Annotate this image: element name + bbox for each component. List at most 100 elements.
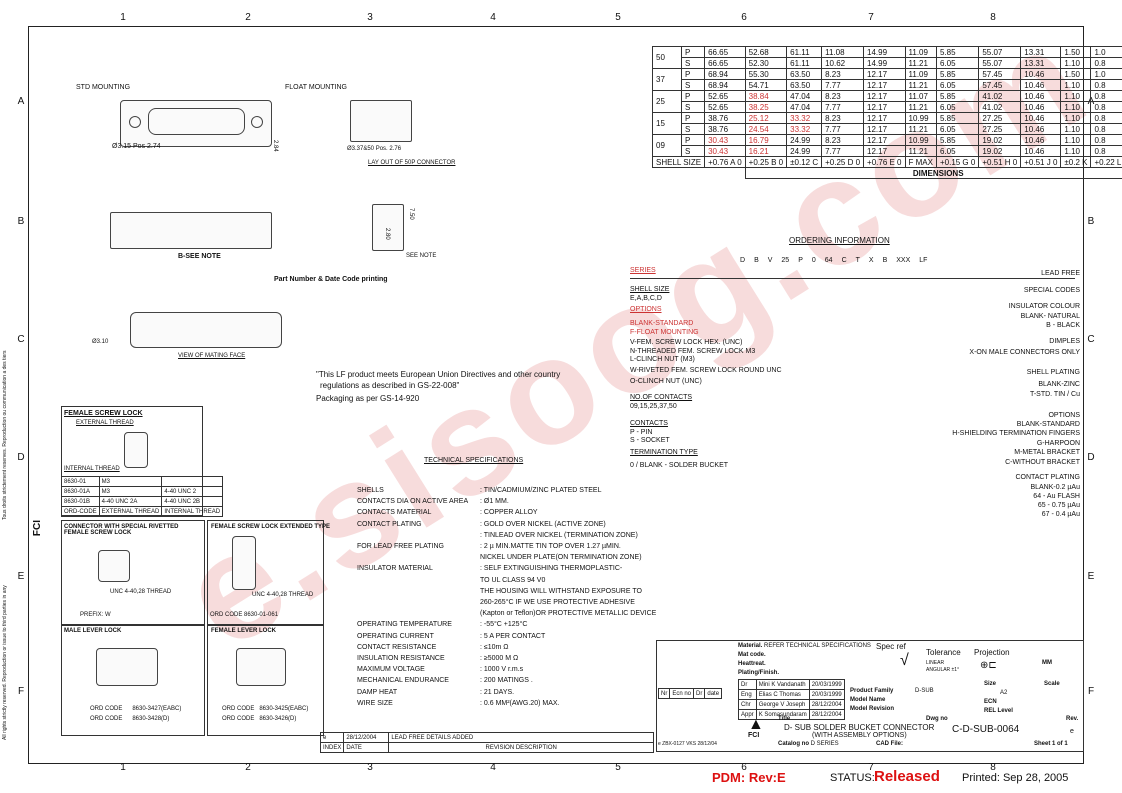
spec-key: INSULATOR MATERIAL [357, 565, 433, 573]
dimension-cell: 6.05 [935, 57, 980, 69]
panel-title: FEMALE LEVER LOCK [211, 628, 277, 634]
ordering-title: ORDERING INFORMATION [789, 236, 890, 245]
ordering-option: P - PIN [630, 429, 653, 436]
connector-top-view [110, 212, 272, 249]
ordering-option: BLANK-STANDARD [630, 320, 694, 327]
internal-thread-label: INTERNAL THREAD [64, 466, 120, 472]
spec-value: : ≤10m Ω [480, 643, 509, 651]
dimension-cell: 6.05 [935, 123, 980, 135]
dimension-cell: 14.99 [863, 57, 906, 69]
dimension-cell: 63.50 [786, 68, 823, 80]
check-icon: √ [900, 652, 909, 669]
dimension-cell: 66.65 [704, 57, 746, 69]
dimension-cell: 0.8 [1090, 123, 1122, 135]
ordering-option: V-FEM. SCREW LOCK HEX. (UNC) [630, 339, 743, 346]
dimension-cell: 10.46 [1020, 101, 1062, 113]
material-key: Material. [738, 643, 763, 649]
product-family-value: D-SUB [915, 688, 934, 694]
dimension-cell: 10.46 [1020, 90, 1062, 102]
dimension-cell: 27.25 [978, 112, 1022, 124]
dimension-header-cell: ±0.2 K [1060, 156, 1092, 168]
contact-type-cell: P [680, 90, 706, 102]
ordering-code-part: C [841, 257, 847, 264]
rev-value: e [1070, 728, 1074, 735]
dimension-cell: 57.45 [978, 68, 1022, 80]
dimension-cell: 10.46 [1020, 145, 1062, 157]
dimension-cell: 68.94 [704, 79, 746, 91]
title-line1: D- SUB SOLDER BUCKET CONNECTOR [784, 723, 935, 732]
zone-label: E [1087, 571, 1095, 582]
ord-code-label: ORD CODE 8630-01-061 [210, 612, 279, 618]
role: Dr [738, 679, 757, 690]
code-cell: 4-40 UNC 2A [98, 496, 163, 507]
see-note: SEE NOTE [406, 253, 437, 259]
spec-value: : 0.6 MM²(AWG.20) MAX. [480, 699, 560, 707]
layout-note: LAY OUT OF 50P CONNECTOR [368, 160, 456, 166]
dimension-cell: 0.8 [1090, 90, 1122, 102]
contact-type-cell: S [680, 145, 706, 157]
dimension-cell: 5.85 [935, 68, 980, 80]
contact-type-cell: P [680, 46, 706, 58]
dimension-cell: 10.46 [1020, 123, 1062, 135]
dimension-cell: 7.77 [821, 101, 865, 113]
dimension-cell: 0.8 [1090, 101, 1122, 113]
dimension-cell: 12.17 [863, 145, 906, 157]
ecn-header: Ecn no [669, 688, 695, 699]
lf-note-line: "This LF product meets European Union Di… [316, 370, 561, 379]
dimension-header-row: SHELL SIZE+0.76 A 0+0.25 B 0±0.12 C+0.25… [651, 156, 1122, 168]
ordering-option: 65 - 0.75 µAu [1037, 502, 1080, 509]
shell-size-cell: 15 [652, 112, 682, 135]
ecn-header: Nr [657, 688, 671, 699]
dimension-footer-row: DIMENSIONS [653, 167, 1122, 179]
zone-label: 4 [490, 762, 496, 773]
code-cell: 8630-01A [61, 486, 100, 497]
dimension-cell: 1.10 [1060, 57, 1092, 69]
part-number-note: Part Number & Date Code printing [274, 276, 388, 283]
spec-value: THE HOUSING WILL WITHSTAND EXPOSURE TO [480, 587, 642, 595]
ecn-header: date [704, 688, 723, 699]
zone-label: D [1087, 452, 1095, 463]
zone-label: E [17, 571, 25, 582]
ordering-option: X-ON MALE CONNECTORS ONLY [969, 349, 1080, 356]
spec-value: : SELF EXTINGUISHING THERMOPLASTIC- [480, 565, 623, 573]
dimension-cell: 68.94 [704, 68, 746, 80]
thread-label: UNC 4-40,28 THREAD [110, 589, 172, 595]
ordering-option: BLANK- NATURAL [1020, 313, 1080, 320]
ordering-option: W-RIVETED FEM. SCREW LOCK ROUND UNC [630, 367, 782, 374]
dimension-cell: 1.10 [1060, 112, 1092, 124]
dimension-header-cell: +0.25 B 0 [744, 156, 788, 168]
dimension-cell: 7.77 [821, 145, 865, 157]
dimension-cell: 11.21 [904, 145, 937, 157]
dimension-cell: 10.46 [1020, 79, 1062, 91]
leader-line [630, 278, 1075, 279]
dim-label: 2.80 [384, 228, 390, 240]
spec-value: : -55°C +125°C [480, 621, 528, 629]
ordering-option: BLANK-0.2 µAu [1030, 484, 1080, 491]
dimension-cell: 1.10 [1060, 123, 1092, 135]
ordering-option: T-STD. TIN / Cu [1029, 391, 1080, 398]
dimension-cell: 66.65 [704, 46, 746, 58]
dimension-cell: 10.46 [1020, 134, 1062, 146]
dimension-header-cell: +0.76 E 0 [863, 156, 906, 168]
status-value: Released [874, 768, 940, 785]
dimension-cell: 55.30 [744, 68, 788, 80]
spec-value: : 21 DAYS. [480, 688, 515, 696]
dimension-cell: 5.85 [935, 112, 980, 124]
contact-type-cell: P [680, 68, 706, 80]
dimension-cell: 24.99 [786, 134, 823, 146]
ordering-option: H-SHIELDING TERMINATION FINGERS [952, 430, 1080, 437]
thread-label: UNC 4-40,28 THREAD [252, 592, 314, 598]
ordering-code-part: LF [919, 257, 928, 264]
dimension-cell: 38.84 [744, 90, 788, 102]
female-lever-drawing [236, 648, 286, 686]
heattreat: Heattreat. [738, 661, 766, 667]
dimension-cell: 10.46 [1020, 68, 1062, 80]
role: Eng [738, 689, 757, 700]
ordering-code-part: XXX [896, 257, 911, 264]
contact-type-cell: S [680, 123, 706, 135]
dimension-cell: 7.77 [821, 79, 865, 91]
